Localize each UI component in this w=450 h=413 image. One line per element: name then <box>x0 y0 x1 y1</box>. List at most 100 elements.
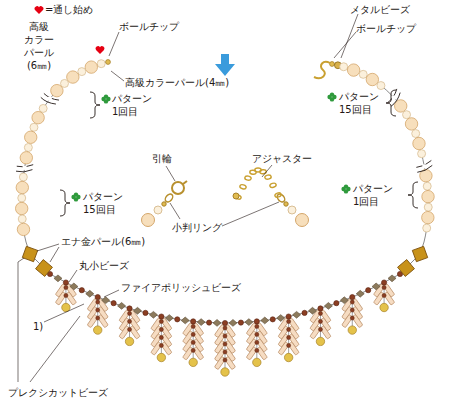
clover-leaf <box>341 187 345 191</box>
clover-mark <box>341 184 350 193</box>
color-pearl-6mm <box>67 71 79 83</box>
fringe-drop <box>278 317 299 362</box>
color-pearl-6mm <box>422 211 434 223</box>
break-gap <box>23 166 27 170</box>
round-seed-bead <box>79 288 84 293</box>
color-pearl-6mm <box>20 152 32 164</box>
leader-line <box>104 290 119 297</box>
break-mark <box>16 170 32 172</box>
break-mark <box>391 93 400 107</box>
part-label: ボールチップ <box>356 22 416 35</box>
seed-bead <box>318 319 322 323</box>
ball-tip <box>106 60 111 65</box>
color-pearl-6mm <box>413 137 425 149</box>
part-label: プレクシカットビーズ <box>8 386 108 399</box>
seed-bead <box>223 342 227 346</box>
down-arrow <box>215 54 235 76</box>
color-pearl-6mm <box>25 131 37 143</box>
color-pearl-4mm <box>418 150 426 158</box>
seed-bead <box>64 286 68 290</box>
fire-polish-bead <box>102 297 110 304</box>
pattern-braces <box>60 90 418 216</box>
color-pearl-6mm <box>32 111 44 123</box>
color-pearl-4mm <box>97 60 105 68</box>
seed-bead <box>96 308 100 312</box>
color-pearl-4mm <box>78 68 86 76</box>
ena-gold-pearl <box>412 246 427 261</box>
seed-bead <box>255 332 259 336</box>
start-heart <box>96 46 105 54</box>
leader-line <box>334 32 356 58</box>
pattern-clovers <box>71 92 350 201</box>
color-pearl-4mm <box>423 224 431 232</box>
seed-bead <box>350 316 354 320</box>
chain-link <box>239 184 246 190</box>
seed-bead <box>287 344 291 348</box>
chain-link <box>274 192 281 198</box>
seed-bead <box>191 340 195 344</box>
fire-polish-bead <box>165 315 173 322</box>
break-gap <box>392 96 396 100</box>
round-seed-bead <box>159 314 164 319</box>
ena-gold-pearl <box>398 260 415 277</box>
chain-link <box>250 170 257 175</box>
pattern-label: パターン 1回目 <box>112 92 152 118</box>
wire-right <box>332 64 428 242</box>
clover-mark <box>327 92 336 101</box>
fire-polish-bead <box>118 302 126 309</box>
color-pearl-4mm <box>18 215 26 223</box>
fire-polish-bead <box>86 290 94 297</box>
pearl <box>154 206 162 214</box>
seed-bead <box>96 300 100 304</box>
part-label: ファイアポリッシュビーズ <box>121 281 241 294</box>
fire-polish-bead <box>213 319 221 326</box>
legend-text: =通し始め <box>45 3 93 16</box>
seed-bead <box>318 327 322 331</box>
clover-mark <box>101 94 110 103</box>
adjuster-chain <box>234 168 281 200</box>
adjuster-assembly <box>233 168 309 227</box>
seed-bead <box>128 319 132 323</box>
spring-ring <box>172 182 184 194</box>
seed-bead <box>128 311 132 315</box>
gold-drop-bead <box>380 303 388 311</box>
oval-ring <box>164 193 174 204</box>
break-mark <box>44 93 59 100</box>
leader-line <box>170 203 180 219</box>
color-pearl-6mm <box>15 202 27 214</box>
fire-polish-bead <box>149 311 157 318</box>
seed-bead <box>128 327 132 331</box>
gold-drop-bead <box>253 358 261 366</box>
spring-ring-lever <box>183 181 187 184</box>
seed-bead <box>223 326 227 330</box>
pattern-label: パターン 1回目 <box>353 182 393 208</box>
hook-clasp <box>314 62 330 78</box>
color-pearl-4mm <box>39 104 47 112</box>
pattern-label: パターン 15回目 <box>339 90 379 116</box>
fringe-drop <box>151 317 172 362</box>
color-pearl-4mm <box>340 63 348 71</box>
color-pearl-6mm <box>16 181 28 193</box>
clover-leaf <box>327 95 331 99</box>
heart-shape <box>35 6 44 14</box>
gold-drop-bead <box>221 368 229 376</box>
color-pearl-4mm <box>424 203 432 211</box>
seed-bead <box>350 300 354 304</box>
color-pearl-4mm <box>403 111 411 119</box>
pearl <box>296 214 309 227</box>
fire-polish-bead <box>356 290 364 297</box>
fire-polish-bead <box>340 297 348 304</box>
fire-polish-bead <box>197 319 205 326</box>
round-seed-bead <box>254 319 259 324</box>
leader-line <box>341 14 358 58</box>
fire-polish-bead <box>388 275 396 282</box>
color-pearl-4mm <box>423 182 431 190</box>
round-seed-bead <box>95 294 100 299</box>
leader-line <box>37 244 59 251</box>
seed-bead <box>287 320 291 324</box>
round-seed-bead <box>238 320 243 325</box>
clover-leaf <box>71 195 75 199</box>
beading-wire <box>22 62 429 323</box>
seed-bead <box>318 311 322 315</box>
seed-bead <box>191 332 195 336</box>
